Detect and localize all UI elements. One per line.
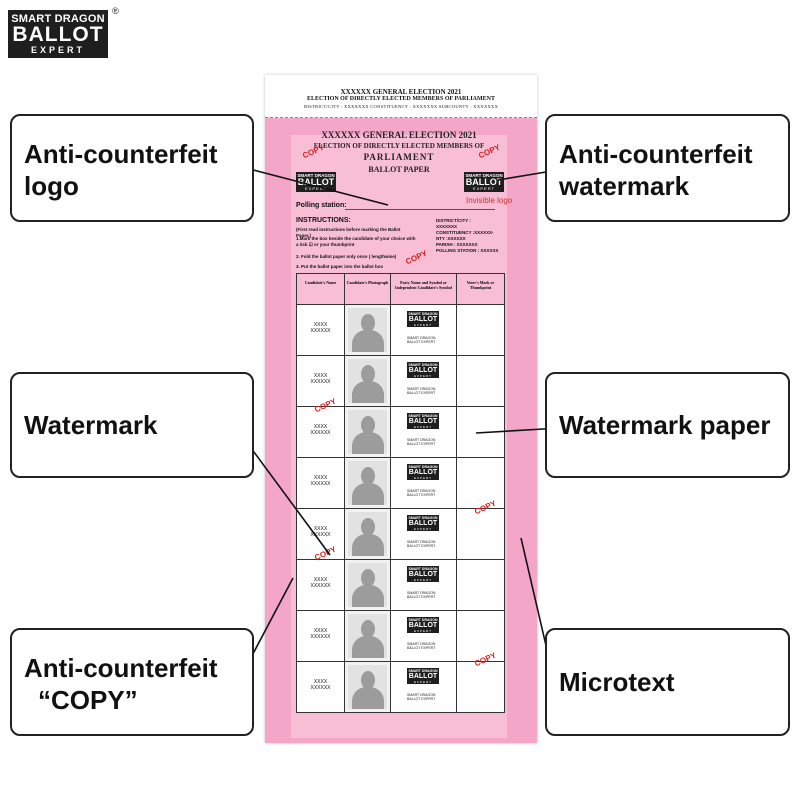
brand-line2: BALLOT: [12, 23, 104, 46]
voter-mark-box[interactable]: [457, 407, 504, 457]
header-photograph: Candidate's Photograph: [345, 274, 391, 304]
instructions-heading: INSTRUCTIONS:: [296, 217, 351, 224]
silhouette-body: [352, 585, 384, 607]
header-party: Party Name and Symbol or Independent Can…: [391, 274, 457, 304]
voter-mark-box[interactable]: [457, 356, 504, 406]
silhouette-head: [361, 314, 375, 332]
candidate-photo: [345, 407, 391, 457]
voter-mark-box[interactable]: [457, 509, 504, 559]
brand-line1: SMART DRAGON: [11, 13, 105, 25]
instruction-0: (First read instructions before marking …: [296, 227, 401, 238]
candidate-photo: [345, 509, 391, 559]
invisible-logo-label: Invisible logo: [466, 196, 513, 205]
silhouette-body: [352, 432, 384, 454]
ballot-parliament: PARLIAMENT: [363, 152, 435, 162]
silhouette-head: [361, 467, 375, 485]
candidate-photo: [345, 611, 391, 661]
callout-anti-counterfeit-copy: Anti-counterfeit “COPY”: [10, 628, 254, 736]
ballot-stub: XXXXXX GENERAL ELECTION 2021 ELECTION OF…: [265, 75, 537, 118]
ballot-paper-label: BALLOT PAPER: [368, 165, 430, 174]
instruction-2: 2. Fold the ballot paper only once ( len…: [296, 254, 397, 259]
instruction-3: 3. Put the ballot paper into the ballot …: [296, 264, 384, 269]
district-info: DISTRICT/CITY : XXXXXXX CONSTITUENCY :XX…: [436, 218, 499, 253]
polling-station-line: [345, 209, 495, 210]
silhouette-head: [361, 518, 375, 536]
brand-logo: SMART DRAGON BALLOT EXPERT: [8, 10, 108, 58]
candidate-photo: [345, 305, 391, 355]
stub-info: DISTRICT/CITY : XXXXXXX CONSTITUENCY : X…: [303, 104, 499, 109]
ballot-subtitle: ELECTION OF DIRECTLY ELECTED MEMBERS OF: [313, 142, 485, 150]
callout-microtext: Microtext: [545, 628, 790, 736]
header-candidate-name: Candidate's Name: [297, 274, 345, 304]
stub-title: XXXXXX GENERAL ELECTION 2021: [340, 88, 462, 96]
registered-mark: ®: [112, 6, 119, 16]
silhouette-body: [352, 636, 384, 658]
silhouette-head: [361, 416, 375, 434]
header-voter-mark: Voter's Mark or Thumbprint: [466, 280, 495, 290]
silhouette-head: [361, 620, 375, 638]
silhouette-head: [361, 365, 375, 383]
voter-mark-box[interactable]: [457, 611, 504, 661]
silhouette-body: [352, 687, 384, 709]
silhouette-body: [352, 330, 384, 352]
voter-mark-box[interactable]: [457, 560, 504, 610]
silhouette-body: [352, 381, 384, 403]
silhouette-body: [352, 534, 384, 556]
callout-watermark-paper: Watermark paper: [545, 372, 790, 478]
instruction-1: 1.Mark the box beside the candidate of y…: [296, 236, 416, 247]
watermark-logo: SMART DRAGON BALLOT EXPERT: [464, 172, 504, 192]
silhouette-body: [352, 483, 384, 505]
candidate-photo: [345, 560, 391, 610]
candidates-table: Candidate's Name Candidate's Photograph …: [296, 273, 505, 713]
callout-anti-counterfeit-logo: Anti-counterfeit logo: [10, 114, 254, 222]
callout-watermark: Watermark: [10, 372, 254, 478]
polling-station-label: Polling station:: [296, 202, 347, 209]
anti-counterfeit-logo: SMART DRAGON BALLOT EXPERT: [296, 172, 336, 192]
silhouette-head: [361, 569, 375, 587]
candidate-photo: [345, 458, 391, 508]
ballot-title: XXXXXX GENERAL ELECTION 2021: [321, 130, 477, 140]
voter-mark-box[interactable]: [457, 305, 504, 355]
table-header: Candidate's Name Candidate's Photograph …: [297, 274, 504, 305]
callout-anti-counterfeit-watermark: Anti-counterfeit watermark: [545, 114, 790, 222]
silhouette-head: [361, 671, 375, 689]
voter-mark-box[interactable]: [457, 458, 504, 508]
candidate-photo: [345, 356, 391, 406]
voter-mark-box[interactable]: [457, 662, 504, 712]
candidate-photo: [345, 662, 391, 712]
stub-subtitle: ELECTION OF DIRECTLY ELECTED MEMBERS OF …: [306, 96, 496, 102]
brand-line3: EXPERT: [30, 45, 85, 55]
